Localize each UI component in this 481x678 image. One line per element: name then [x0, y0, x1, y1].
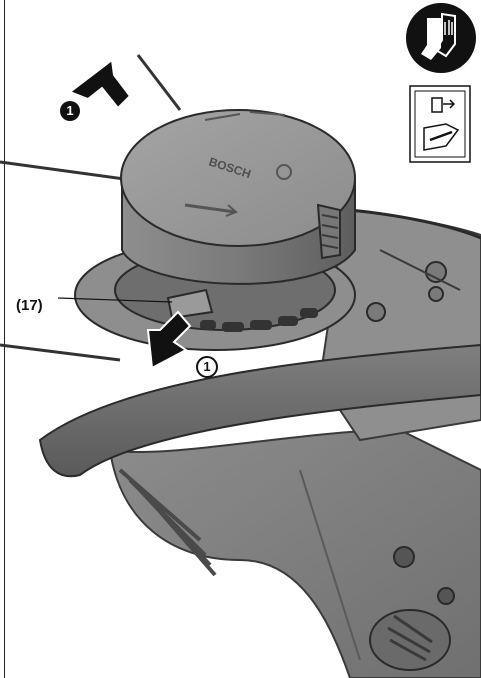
gloves-warning-icon: [406, 3, 476, 73]
spool-cap: BOSCH: [120, 109, 356, 285]
cutting-lines: [0, 54, 182, 362]
press-arrow: [146, 310, 192, 370]
callout-leader-line: [57, 297, 173, 303]
step-number-badge: 1: [60, 101, 80, 121]
pull-off-arrow: [67, 58, 132, 110]
manual-spanner-icon: [409, 85, 471, 163]
motor-housing: [108, 428, 481, 678]
release-tab: [166, 288, 214, 320]
page-margin-line: [4, 0, 5, 678]
guard-front-lip: [38, 343, 481, 478]
step-number-badge: 1: [196, 356, 218, 378]
part-callout-label: (17): [16, 297, 43, 314]
